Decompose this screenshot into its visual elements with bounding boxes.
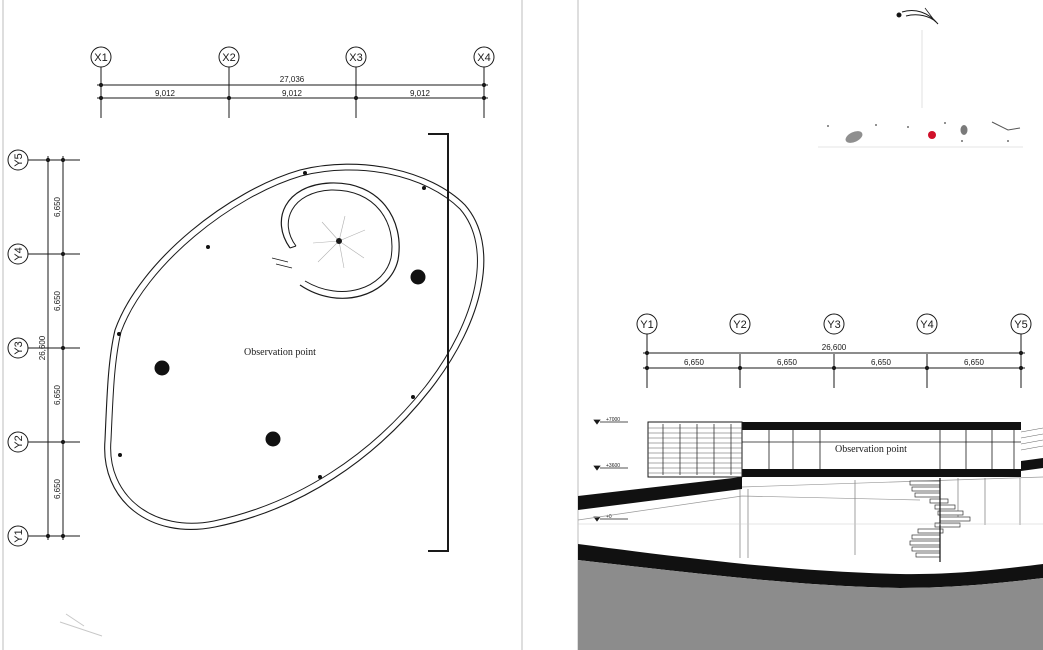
column: [265, 431, 281, 447]
support-posts: [739, 478, 1021, 558]
grid-label-y1: Y1: [13, 529, 25, 542]
building-section: Y1 Y2 Y3 Y4 Y5 26,600 6,650 6,650 6,650 …: [577, 313, 1043, 650]
grid-label-x3: X3: [349, 52, 362, 64]
stair-core: [336, 238, 342, 244]
plan-x-span-3: 9,012: [410, 89, 431, 98]
section-grid-y4: Y4: [920, 319, 933, 331]
plan-space-label: Observation point: [244, 347, 316, 358]
section-span-2: 6,650: [777, 358, 798, 367]
ground-slab: [578, 544, 1043, 588]
site-thumbnail-4: [991, 121, 1021, 131]
column: [154, 360, 170, 376]
north-arrow-sketch: [59, 613, 103, 637]
grid-label-y5: Y5: [13, 153, 25, 166]
grid-label-y3: Y3: [13, 341, 25, 354]
section-span-4: 6,650: [964, 358, 985, 367]
section-grid-y5: Y5: [1014, 319, 1027, 331]
grid-label-y2: Y2: [13, 435, 25, 448]
observation-deck-outline: [104, 163, 485, 530]
level-label-top: +7000: [606, 417, 620, 423]
plan-y-total: 26,600: [38, 335, 47, 360]
sketch-top: [896, 7, 939, 25]
spiral-stair-elevation: [909, 478, 971, 562]
plan-x-span-1: 9,012: [155, 89, 176, 98]
level-label-ground: +0: [606, 514, 612, 520]
plan-y-span-1: 6,650: [53, 196, 62, 217]
deck-structure: [647, 421, 1043, 478]
section-total: 26,600: [822, 343, 847, 352]
access-ramp: [578, 477, 742, 510]
plan-x-span-2: 9,012: [282, 89, 303, 98]
site-thumbnail-1: [845, 131, 863, 143]
site-thumbnail-3: [960, 125, 968, 135]
grid-label-y4: Y4: [13, 247, 25, 260]
grid-label-x4: X4: [477, 52, 490, 64]
floor-plan: X1 X2 X3 X4 27,036 9,012 9,012 9,012: [7, 46, 495, 637]
plan-y-span-3: 6,650: [53, 384, 62, 405]
section-dimension: [643, 350, 1025, 371]
section-space-label: Observation point: [835, 444, 907, 455]
section-grid: [636, 313, 1032, 388]
sheet-frame: [2, 0, 579, 650]
grid-label-x2: X2: [222, 52, 235, 64]
section-span-3: 6,650: [871, 358, 892, 367]
section-grid-y1: Y1: [640, 319, 653, 331]
section-cut-line: [428, 133, 449, 552]
plan-x-dimension: [97, 82, 488, 101]
level-label-mid: +3600: [606, 463, 620, 469]
terrain: [578, 560, 1043, 650]
site-thumbnail-2: [928, 131, 936, 139]
grid-label-x1: X1: [94, 52, 107, 64]
plan-y-dimension: [45, 156, 66, 540]
plan-y-span-4: 6,650: [53, 478, 62, 499]
section-grid-y2: Y2: [733, 319, 746, 331]
context-thumbnails: [818, 7, 1023, 148]
section-grid-y3: Y3: [827, 319, 840, 331]
plan-x-total: 27,036: [280, 75, 305, 84]
railing-posts: [117, 171, 426, 479]
plan-y-span-2: 6,650: [53, 290, 62, 311]
ramp-underside: [577, 495, 921, 521]
section-span-1: 6,650: [684, 358, 705, 367]
level-markers: [593, 419, 628, 522]
spiral-stair: [271, 182, 400, 299]
plan-x-grid: [90, 46, 495, 118]
column: [410, 269, 426, 285]
plan-y-grid: [7, 149, 80, 547]
